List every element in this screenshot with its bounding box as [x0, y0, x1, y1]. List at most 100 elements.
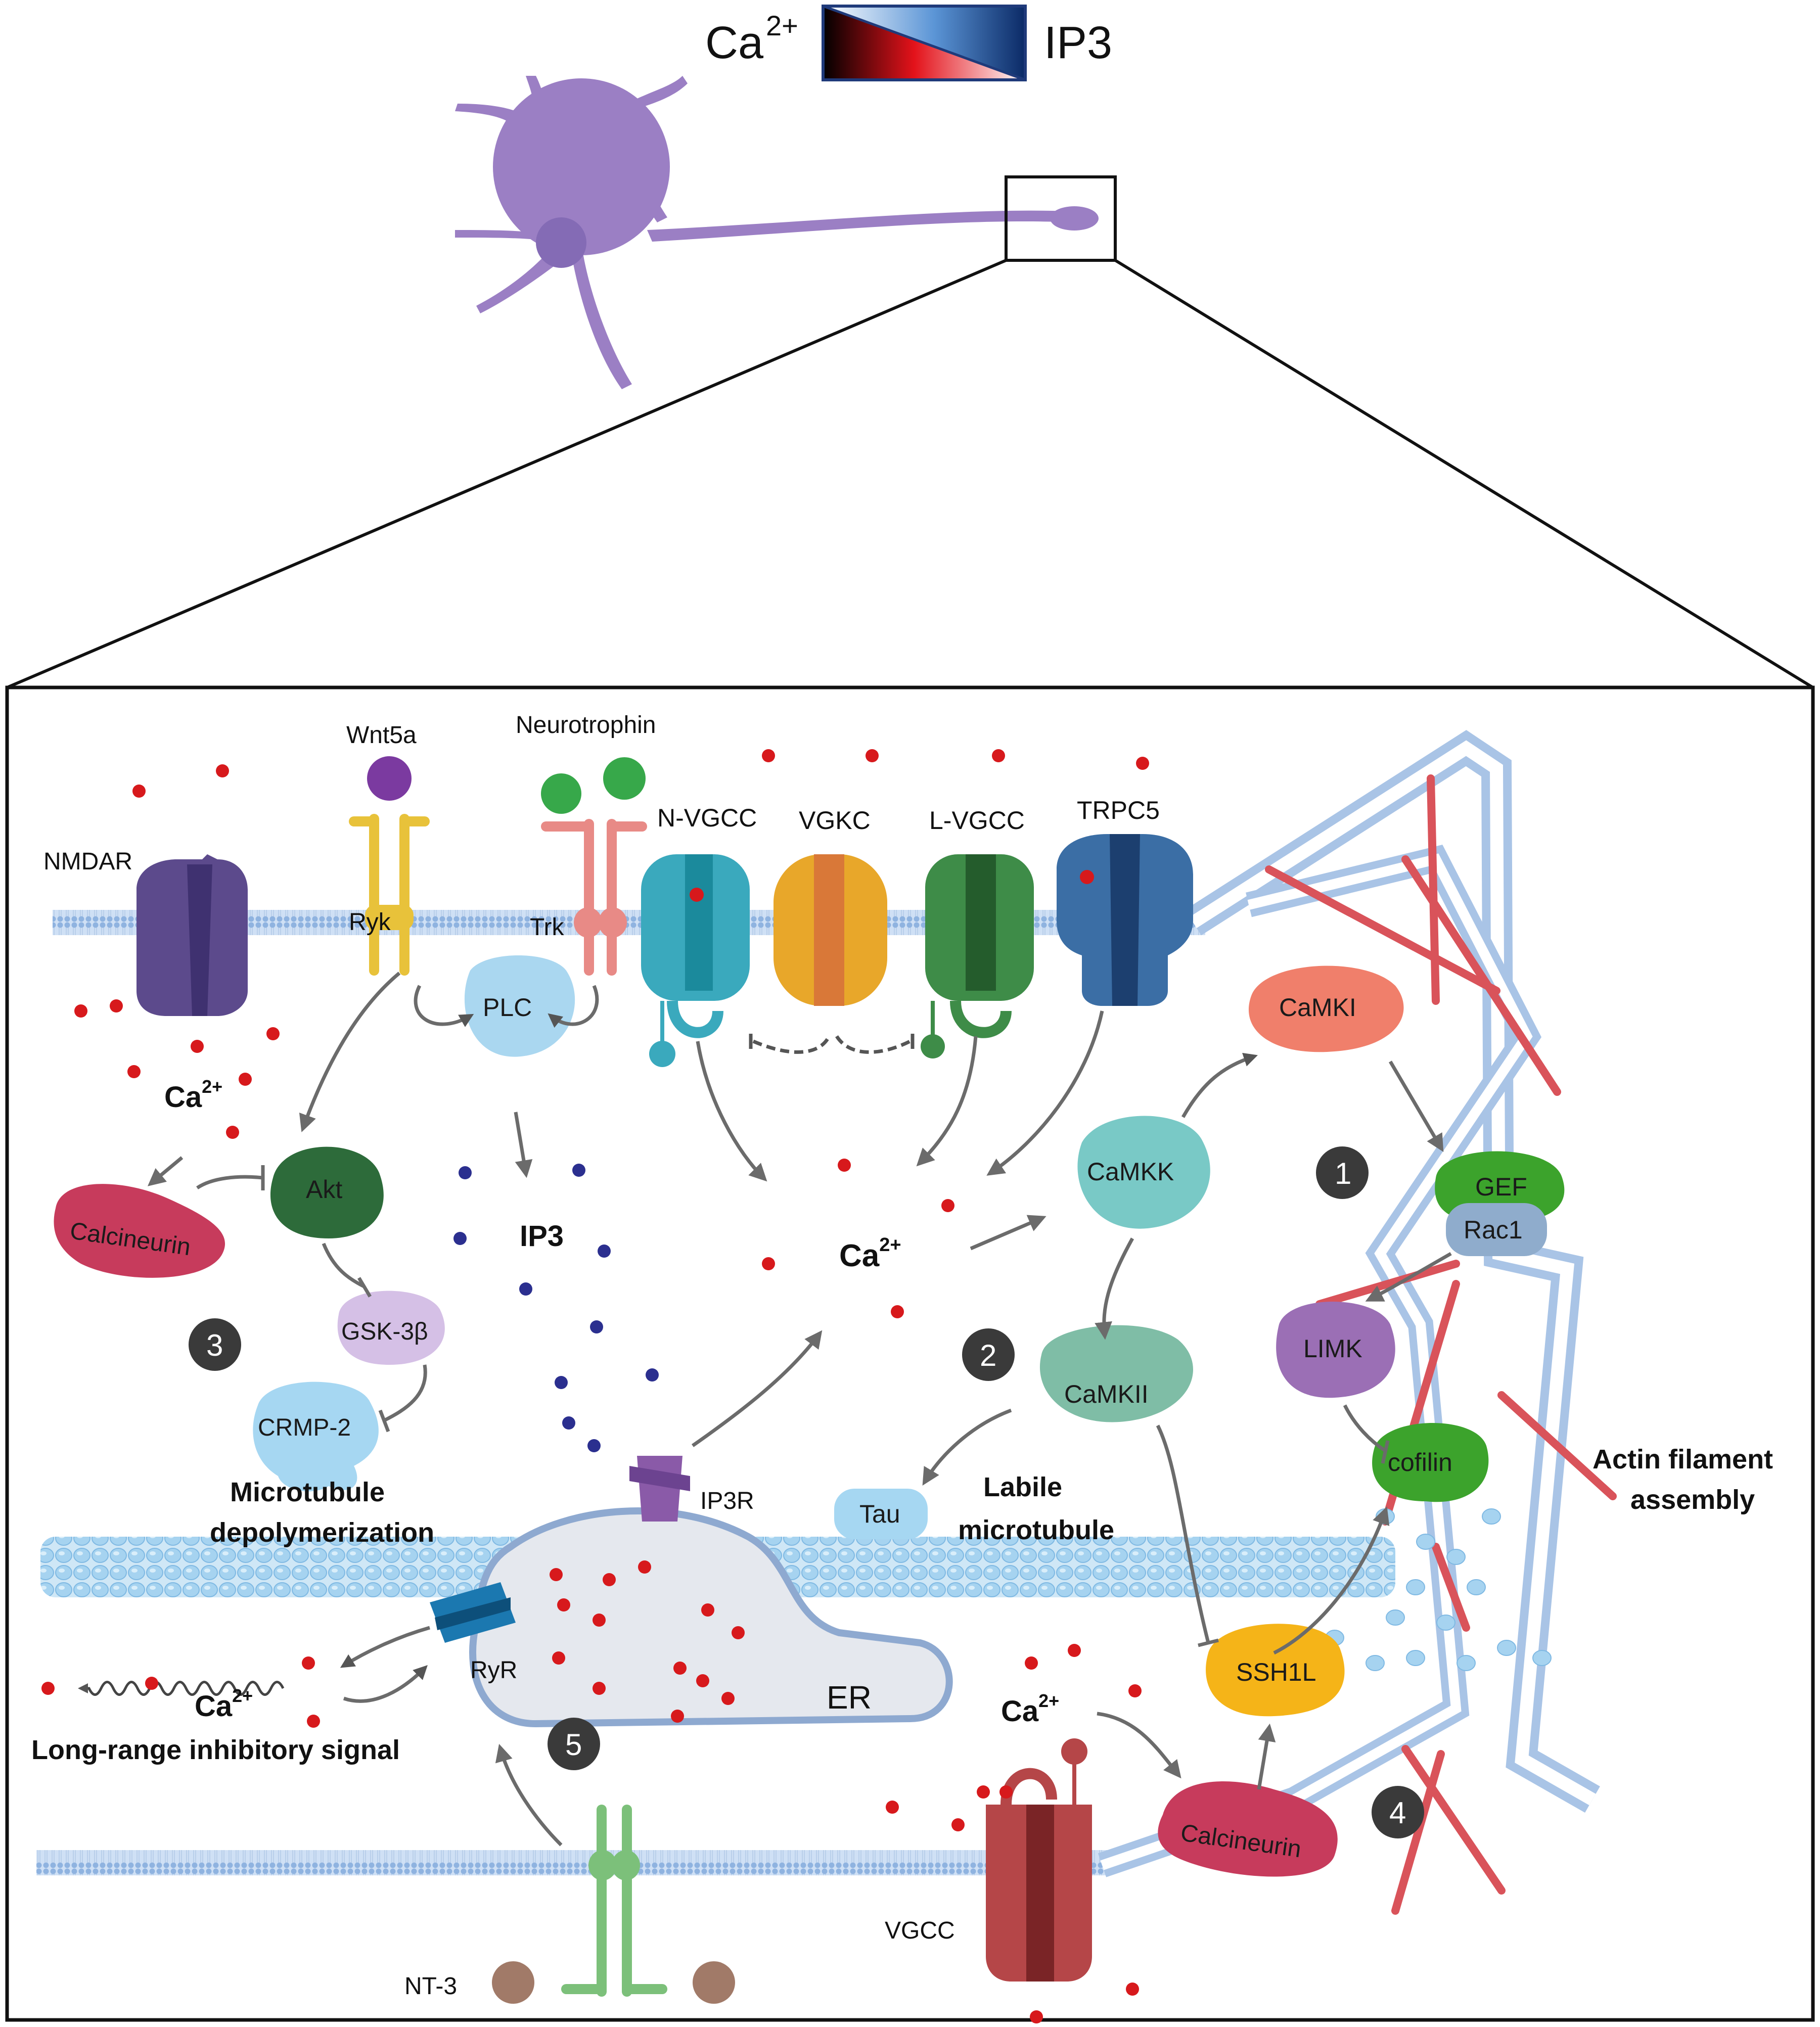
nt3-receptor-body — [561, 1805, 667, 1997]
legend-ca-label: Ca — [705, 18, 764, 68]
n-vgcc-pore — [685, 854, 713, 991]
rac1-label: Rac1 — [1464, 1216, 1523, 1244]
ca-label-bottom-left: Ca2+ — [195, 1685, 253, 1723]
nt3-ligand — [492, 1961, 534, 2004]
gsk3b-inhibits-crmp2 — [383, 1364, 427, 1422]
camkk-node: CaMKK — [1077, 1116, 1210, 1229]
crmp2-shape — [253, 1381, 379, 1492]
limk-shape — [1276, 1302, 1395, 1398]
n-vgcc-channel: N-VGCC — [641, 804, 757, 1067]
ip3-molecule — [587, 1439, 601, 1452]
l-vgcc-label: L-VGCC — [929, 806, 1025, 835]
legend-frame — [822, 5, 1027, 81]
vgcc-ball — [1061, 1738, 1087, 1765]
gsk3b-node: GSK-3β — [337, 1291, 445, 1365]
n-vgcc-loop — [667, 1000, 723, 1038]
limk-inhibits-cofilin — [1343, 1404, 1386, 1452]
inhibition-lines — [196, 1165, 1390, 1647]
tau-node: Tau — [834, 1489, 928, 1539]
step-marker-2 — [962, 1328, 1015, 1381]
calcium-ion — [701, 1603, 714, 1617]
trk-transmembrane — [574, 907, 602, 938]
ip3-molecule — [646, 1368, 659, 1381]
ca-to-ryr-arrow — [343, 1665, 428, 1703]
step-marker-2-text: 2 — [980, 1339, 996, 1372]
calcium-ion — [941, 1199, 954, 1212]
ryr-label: RyR — [470, 1657, 517, 1684]
ip3r-receptor: IP3R — [629, 1456, 754, 1522]
calcium-ion — [992, 749, 1005, 762]
n-vgcc-ball — [649, 1041, 675, 1067]
vgkc-pore — [814, 854, 844, 1006]
tau-label: Tau — [859, 1500, 900, 1528]
free-tubulin — [1325, 1508, 1552, 1671]
cofilin-label: cofilin — [1388, 1448, 1452, 1477]
nt3-transmembrane — [588, 1850, 617, 1880]
l-vgcc-ball — [921, 1034, 945, 1058]
camkk-to-camkii-arrow — [1095, 1237, 1134, 1340]
ca-label-left: Ca2+ — [164, 1076, 222, 1114]
calcium-ion — [216, 764, 229, 777]
ip3-molecule — [555, 1376, 568, 1389]
l-vgcc-to-ca-arrow — [916, 1036, 978, 1167]
calcium-ion — [690, 888, 704, 902]
step-marker-3-text: 3 — [206, 1328, 223, 1362]
ssh1l-to-cofilin-arrow — [1273, 1506, 1390, 1655]
ryr-receptor: RyR — [430, 1582, 517, 1684]
ryr-to-ca-arrow — [340, 1626, 430, 1668]
actin-filament — [1432, 1543, 1470, 1632]
calcium-ion — [762, 1257, 775, 1270]
microtubule-depol-line2: depolymerization — [210, 1517, 434, 1548]
calcium-ion — [671, 1710, 684, 1723]
actin-assembly-line2: assembly — [1630, 1485, 1755, 1515]
wnt5a-ligand — [367, 756, 412, 801]
actin-filament — [1497, 1391, 1617, 1500]
ryk-transmembrane — [365, 905, 414, 930]
limk-label: LIMK — [1303, 1334, 1362, 1363]
neuron-axon — [647, 210, 1072, 242]
vgcc-pore — [1026, 1805, 1054, 1982]
calcium-ion — [696, 1674, 709, 1687]
calcium-ion — [1030, 2010, 1043, 2023]
akt-label: Akt — [306, 1175, 342, 1204]
calcineurin-top-node: Calcineurin — [54, 1184, 225, 1278]
camkii-shape — [1039, 1325, 1193, 1422]
camkii-label: CaMKII — [1064, 1380, 1149, 1408]
calcium-ion — [266, 1027, 280, 1040]
camki-shape — [1248, 965, 1404, 1052]
actin-assembly-line1: Actin filament — [1592, 1444, 1773, 1475]
calcineurin-to-ssh1l-arrow — [1257, 1723, 1276, 1790]
calcium-ion — [593, 1682, 606, 1695]
rac1-to-limk-arrow — [1365, 1252, 1452, 1302]
rac1-shape — [1446, 1203, 1547, 1256]
ip3r-band — [629, 1466, 690, 1491]
plc-label: PLC — [483, 993, 532, 1022]
nt3-transmembrane — [612, 1850, 640, 1880]
ssh1l-shape — [1206, 1624, 1345, 1717]
ca-to-calcineurin-arrow — [1097, 1712, 1181, 1779]
actin-filament — [1391, 1750, 1445, 1915]
vgkc-inhibit-left — [752, 1035, 831, 1054]
calcium-ion — [552, 1651, 565, 1665]
calcium-ion — [550, 1568, 563, 1581]
neuron-growth-cone — [1050, 206, 1099, 231]
zoom-line-right — [1114, 259, 1814, 689]
trpc5-channel: TRPC5 — [1057, 796, 1193, 1006]
nmdar-receptor: NMDAR — [43, 848, 248, 1016]
calcium-ion — [41, 1682, 55, 1695]
ca-to-calcineurin-top-arrow — [147, 1156, 184, 1186]
plc-to-ip3-arrow — [514, 1112, 533, 1178]
camki-label: CaMKI — [1279, 993, 1356, 1022]
calcium-ion — [866, 749, 879, 762]
ip3r-to-ca-arrow — [691, 1330, 823, 1447]
inhibition-bar — [1198, 1638, 1219, 1647]
ryk-to-plc-arrow — [414, 985, 474, 1027]
labile-line2: microtubule — [958, 1515, 1114, 1545]
legend-ip3-label: IP3 — [1044, 18, 1112, 68]
camkii-node: CaMKII — [1039, 1325, 1193, 1422]
calcium-ion — [732, 1626, 745, 1639]
step-marker-1-text: 1 — [1335, 1157, 1351, 1190]
long-range-signal-label: Long-range inhibitory signal — [31, 1735, 400, 1765]
calcium-ion — [132, 785, 146, 798]
bottom-membrane — [36, 1850, 1108, 1875]
